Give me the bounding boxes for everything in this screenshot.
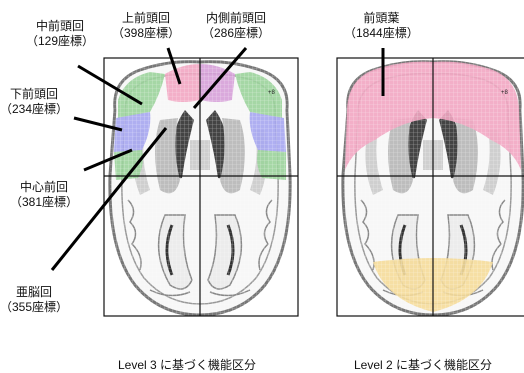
left-slice-mark: +8 [268,90,276,96]
label-precentral-name: 中心前回 [10,180,78,195]
label-inferior-frontal-name: 下前頭回 [0,87,68,102]
label-subgyral-count: （355座標） [0,300,68,315]
label-subgyral: 亜脳回 （355座標） [0,285,68,315]
right-slice-mark: +8 [501,90,509,96]
label-frontal-lobe-name: 前頭葉 [344,11,419,26]
label-superior-frontal-count: （398座標） [112,26,180,41]
right-caption: Level 2 に基づく機能区分 [354,356,492,373]
label-inferior-frontal-count: （234座標） [0,102,68,117]
label-medial-frontal: 内側前頭回 （286座標） [202,11,270,41]
label-superior-frontal-name: 上前頭回 [112,11,180,26]
left-caption: Level 3 に基づく機能区分 [118,356,256,373]
right-brain-slice: +8 [337,58,524,320]
label-frontal-lobe-count: （1844座標） [344,26,419,41]
label-middle-frontal-count: （129座標） [26,34,94,49]
label-medial-frontal-count: （286座標） [202,26,270,41]
label-middle-frontal-name: 中前頭回 [26,19,94,34]
label-superior-frontal: 上前頭回 （398座標） [112,11,180,41]
label-subgyral-name: 亜脳回 [0,285,68,300]
label-frontal-lobe: 前頭葉 （1844座標） [344,11,419,41]
label-middle-frontal: 中前頭回 （129座標） [26,19,94,49]
label-medial-frontal-name: 内側前頭回 [202,11,270,26]
label-precentral: 中心前回 （381座標） [10,180,78,210]
label-precentral-count: （381座標） [10,195,78,210]
label-inferior-frontal: 下前頭回 （234座標） [0,87,68,117]
